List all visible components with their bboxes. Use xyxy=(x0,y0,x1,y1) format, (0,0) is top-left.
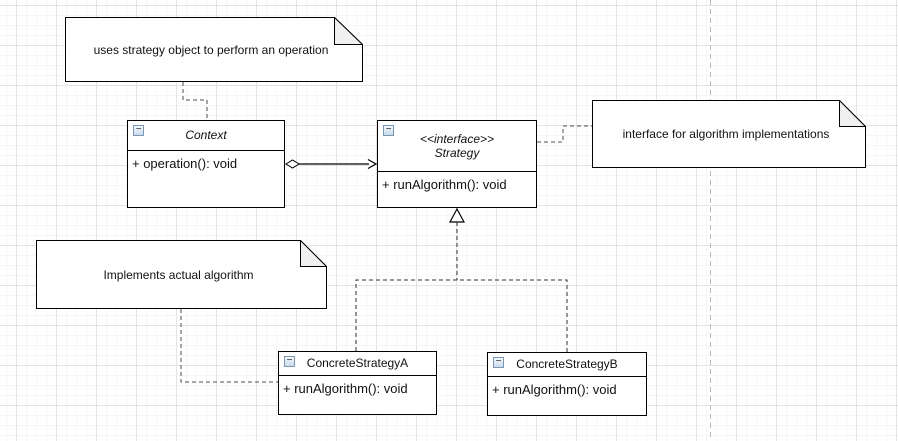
collapse-icon[interactable]: − xyxy=(284,356,295,367)
note-shape xyxy=(65,17,363,82)
member-run-algorithm[interactable]: + runAlgorithm(): void xyxy=(492,382,617,397)
class-name: ConcreteStrategyA xyxy=(306,356,409,370)
class-concrete-strategy-a[interactable]: − ConcreteStrategyA + runAlgorithm(): vo… xyxy=(278,351,437,415)
class-members: + runAlgorithm(): void xyxy=(279,376,436,397)
member-run-algorithm[interactable]: + runAlgorithm(): void xyxy=(283,381,408,396)
class-header: − Context xyxy=(128,121,284,151)
class-concrete-strategy-b[interactable]: − ConcreteStrategyB + runAlgorithm(): vo… xyxy=(487,352,647,416)
anchor-note-uses-to-context[interactable] xyxy=(182,82,208,120)
class-header: − <<interface>> Strategy xyxy=(378,121,536,172)
member-run-algorithm[interactable]: + runAlgorithm(): void xyxy=(382,177,507,192)
note-text: Implements actual algorithm xyxy=(103,267,254,282)
note-implements-algorithm[interactable]: Implements actual algorithm xyxy=(36,240,327,309)
collapse-icon[interactable]: − xyxy=(133,125,144,136)
class-stereotype: <<interface>> xyxy=(419,131,495,146)
class-members: + runAlgorithm(): void xyxy=(488,377,646,398)
realization-triangle xyxy=(448,207,466,223)
anchor-strategy-to-note-interface[interactable] xyxy=(537,125,592,143)
member-operation[interactable]: + operation(): void xyxy=(132,156,238,171)
association-context-strategy[interactable] xyxy=(285,158,378,170)
note-uses-strategy[interactable]: uses strategy object to perform an opera… xyxy=(65,17,363,82)
note-shape xyxy=(36,240,327,309)
class-context[interactable]: − Context + operation(): void xyxy=(127,120,285,208)
class-header: − ConcreteStrategyA xyxy=(279,352,436,376)
note-shape xyxy=(592,100,866,168)
class-members: + operation(): void xyxy=(128,151,284,172)
anchor-note-implements-to-concrete-a[interactable] xyxy=(180,309,278,383)
association-diamond xyxy=(285,159,300,169)
class-name: Strategy xyxy=(434,145,480,160)
note-text: uses strategy object to perform an opera… xyxy=(93,42,329,57)
class-name: ConcreteStrategyB xyxy=(516,357,618,371)
note-interface-description[interactable]: interface for algorithm implementations xyxy=(592,100,866,168)
class-name: Context xyxy=(185,128,227,142)
class-strategy-interface[interactable]: − <<interface>> Strategy + runAlgorithm(… xyxy=(377,120,537,208)
association-arrowhead xyxy=(367,158,378,170)
realization-concrete-strategies[interactable] xyxy=(355,207,568,352)
class-header: − ConcreteStrategyB xyxy=(488,353,646,377)
collapse-icon[interactable]: − xyxy=(493,357,504,368)
class-members: + runAlgorithm(): void xyxy=(378,172,536,193)
note-text: interface for algorithm implementations xyxy=(622,127,830,141)
collapse-icon[interactable]: − xyxy=(383,125,394,136)
